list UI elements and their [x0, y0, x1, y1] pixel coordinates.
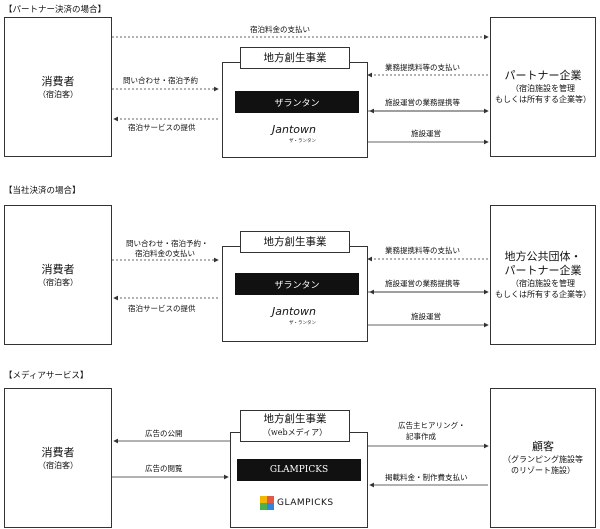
s1-right-label-2: 施設運営の業務提携等	[385, 98, 460, 107]
s3-right-label-1b: 記事作成	[406, 432, 436, 441]
s2-partner-box: 地方公共団体・ パートナー企業 （宿泊施設を管理 もしくは所有する企業等）	[490, 205, 596, 345]
s3-client-name: 顧客	[532, 440, 554, 453]
s1-lantern-logo-sub: ザ・ランタン	[289, 139, 316, 144]
s3-business-subtitle: （webメディア）	[262, 428, 328, 437]
s2-left-label-1b: 宿泊料金の支払い	[135, 249, 195, 258]
s3-glampicks-logo-text: GLAMPICKS	[277, 498, 334, 508]
s1-consumer-box: 消費者 （宿泊客）	[4, 17, 112, 157]
s3-left-label-1: 広告の公開	[145, 429, 183, 438]
s2-left-label-1: 問い合わせ・宿泊予約・	[126, 239, 209, 248]
s3-consumer-sub: （宿泊客）	[38, 460, 78, 470]
s1-brand-box: ザランタン	[235, 91, 359, 113]
s1-right-label-1: 業務提携料等の支払い	[385, 63, 460, 72]
s3-client-box: 顧客 （グランピング施設等 のリゾート施設）	[490, 388, 596, 528]
s1-partner-sub1: （宿泊施設を管理	[511, 84, 575, 93]
s2-business-title: 地方創生事業	[263, 235, 327, 248]
s2-brand-box: ザランタン	[235, 273, 359, 295]
s2-partner-name-2: パートナー企業	[504, 264, 582, 277]
s3-business-title-box: 地方創生事業 （webメディア）	[240, 410, 350, 442]
s3-brand-box: GLAMPICKS	[237, 459, 361, 481]
s1-right-label-3: 施設運営	[411, 129, 441, 138]
s1-left-label-2: 宿泊サービスの提供	[128, 123, 196, 132]
s1-business-title-box: 地方創生事業	[240, 47, 350, 69]
s2-right-label-2: 施設運営の業務提携等	[385, 279, 460, 288]
s1-lantern-logo: Jantown	[272, 123, 316, 136]
s2-right-label-3: 施設運営	[411, 312, 441, 321]
s2-consumer-name: 消費者	[41, 262, 75, 276]
s1-partner-sub2: もしくは所有する企業等）	[495, 95, 591, 104]
s2-consumer-sub: （宿泊客）	[38, 277, 78, 287]
section-2-title: 【当社決済の場合】	[4, 186, 81, 196]
s2-partner-sub2: もしくは所有する企業等）	[495, 290, 591, 299]
s3-client-sub2: のリゾート施設）	[511, 466, 575, 475]
s2-consumer-box: 消費者 （宿泊客）	[4, 205, 112, 345]
s2-partner-name-1: 地方公共団体・	[504, 250, 582, 263]
s3-glampicks-logo: GLAMPICKS	[260, 496, 334, 510]
s3-consumer-box: 消費者 （宿泊客）	[4, 388, 112, 528]
s3-left-label-2: 広告の閲覧	[145, 464, 183, 473]
s1-consumer-name: 消費者	[41, 74, 75, 88]
s2-partner-sub1: （宿泊施設を管理	[511, 279, 575, 288]
s1-top-label: 宿泊料金の支払い	[250, 25, 310, 34]
s2-right-label-1: 業務提携料等の支払い	[385, 246, 460, 255]
glampicks-logo-icon	[260, 496, 274, 510]
section-3-title: 【メディアサービス】	[4, 371, 89, 381]
section-1-title: 【パートナー決済の場合】	[4, 5, 107, 15]
s1-left-label-1: 問い合わせ・宿泊予約	[123, 76, 198, 85]
s2-business-title-box: 地方創生事業	[240, 231, 350, 253]
s1-partner-box: パートナー企業 （宿泊施設を管理 もしくは所有する企業等）	[490, 17, 596, 157]
s3-business-title: 地方創生事業	[263, 413, 327, 425]
s1-business-title: 地方創生事業	[263, 51, 327, 64]
s3-consumer-name: 消費者	[41, 445, 75, 459]
s2-left-label-2: 宿泊サービスの提供	[128, 304, 196, 313]
s2-lantern-logo: Jantown	[272, 305, 316, 318]
s3-right-label-1: 広告主ヒアリング・	[398, 421, 466, 430]
s1-consumer-sub: （宿泊客）	[38, 89, 78, 99]
s2-lantern-logo-sub: ザ・ランタン	[289, 321, 316, 326]
s3-right-label-2: 掲載料金・制作費支払い	[385, 473, 468, 482]
s3-client-sub1: （グランピング施設等	[503, 455, 583, 464]
s1-partner-name: パートナー企業	[504, 69, 582, 82]
